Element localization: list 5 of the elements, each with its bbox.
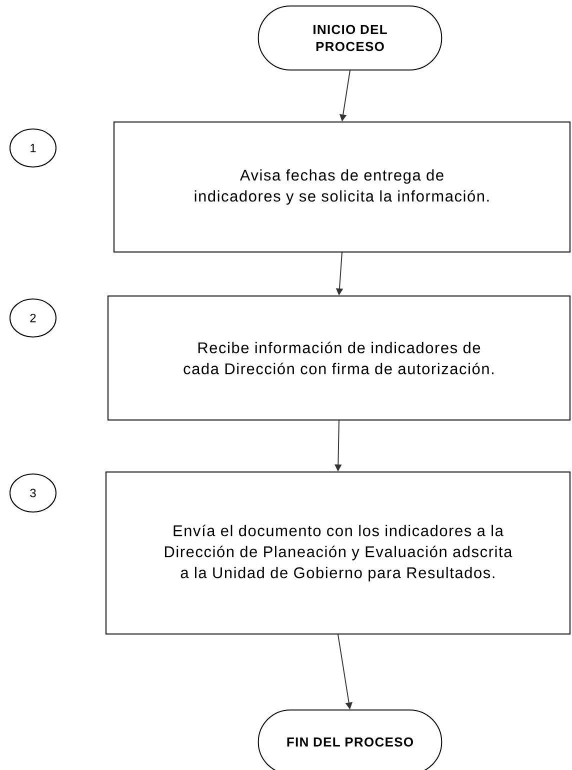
terminal-box: INICIO DEL PROCESO (258, 6, 442, 70)
process-box: Avisa fechas de entrega de indicadores y se solicita la información. (114, 122, 570, 252)
process-box: Envía el documento con los indicadores a la Dirección de Planeación y Evaluación adscrita a la Unidad de Gobierno para Resultados. (106, 472, 570, 634)
terminal-box: FIN DEL PROCESO (258, 710, 442, 770)
process-box: Recibe información de indicadores de cada Dirección con firma de autorización. (108, 296, 570, 420)
